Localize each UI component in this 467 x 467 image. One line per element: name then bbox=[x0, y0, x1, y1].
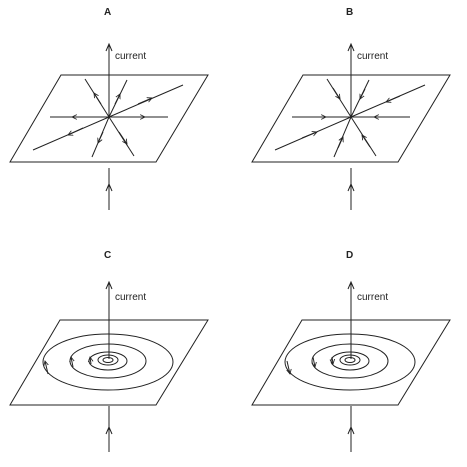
field-arrow bbox=[94, 93, 102, 105]
field-arrow bbox=[68, 127, 84, 135]
panel-b: B current bbox=[251, 7, 451, 210]
field-lines bbox=[284, 333, 416, 391]
field-arrow bbox=[90, 357, 91, 365]
field-lines bbox=[42, 333, 174, 391]
field-loop bbox=[311, 343, 389, 379]
current-label: current bbox=[115, 292, 146, 303]
field-arrow bbox=[71, 357, 73, 368]
field-arrow bbox=[337, 137, 343, 149]
current-wire bbox=[347, 42, 355, 210]
field-arrow bbox=[98, 131, 104, 143]
panel-a: A current bbox=[9, 7, 209, 210]
field-arrow bbox=[287, 360, 290, 374]
field-loop bbox=[102, 357, 114, 363]
plane bbox=[251, 74, 451, 163]
current-wire bbox=[105, 280, 113, 452]
plane bbox=[9, 319, 209, 406]
field-arrow bbox=[118, 131, 127, 144]
field-arrow bbox=[137, 98, 152, 105]
panel-letter: B bbox=[346, 7, 353, 18]
plane bbox=[9, 74, 209, 163]
field-arrow bbox=[313, 356, 315, 367]
field-arrow bbox=[114, 94, 121, 105]
plane bbox=[251, 319, 451, 406]
current-arrowhead-bottom bbox=[105, 425, 113, 435]
field-loop bbox=[69, 343, 147, 379]
panel-letter: C bbox=[104, 250, 111, 261]
field-arrow bbox=[332, 356, 333, 364]
panel-letter: D bbox=[346, 250, 353, 261]
field-loop bbox=[42, 333, 174, 391]
field-loop bbox=[284, 333, 416, 391]
panel-d: D current bbox=[251, 250, 451, 452]
current-arrowhead-top bbox=[347, 42, 355, 52]
field-lines bbox=[274, 78, 426, 158]
current-arrowhead-bottom bbox=[347, 425, 355, 435]
panel-letter: A bbox=[104, 7, 111, 18]
current-arrowhead-top bbox=[105, 42, 113, 52]
field-arrow bbox=[359, 88, 366, 99]
field-arrow bbox=[386, 95, 401, 102]
current-arrowhead-top bbox=[105, 280, 113, 290]
current-label: current bbox=[357, 292, 388, 303]
field-arrow bbox=[301, 132, 317, 139]
panel-c: C current bbox=[9, 250, 209, 452]
field-arrow bbox=[332, 87, 340, 99]
field-arrow bbox=[45, 361, 48, 375]
field-loop bbox=[339, 354, 361, 366]
field-loop bbox=[344, 357, 356, 363]
current-label: current bbox=[357, 51, 388, 62]
field-arrow bbox=[362, 135, 371, 148]
current-wire bbox=[347, 280, 355, 452]
current-arrowhead-bottom bbox=[347, 182, 355, 192]
field-lines bbox=[32, 78, 184, 158]
current-wire bbox=[105, 42, 113, 210]
current-arrowhead-top bbox=[347, 280, 355, 290]
field-loop bbox=[97, 354, 119, 366]
current-arrowhead-bottom bbox=[105, 182, 113, 192]
current-label: current bbox=[115, 51, 146, 62]
